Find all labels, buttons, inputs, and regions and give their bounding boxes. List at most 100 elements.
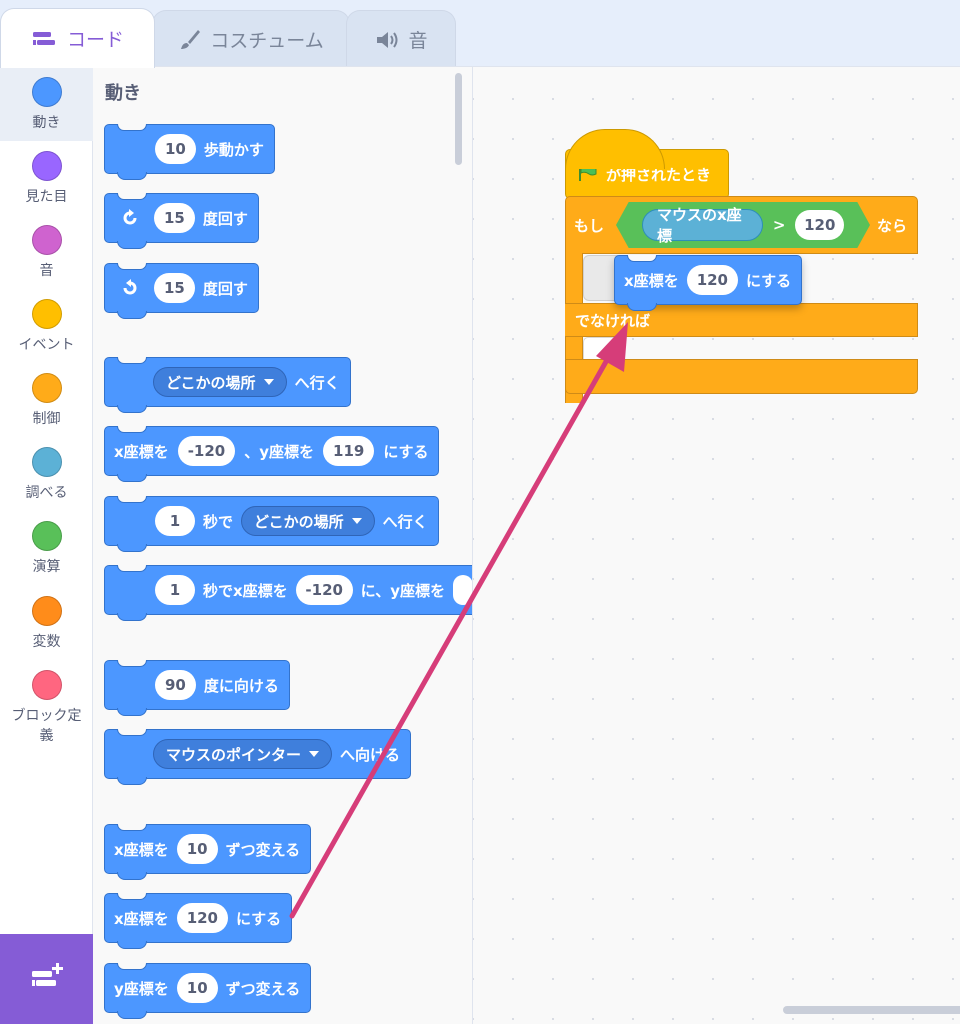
seconds-input[interactable]: 1 <box>155 575 195 605</box>
category-variables[interactable]: 変数 <box>0 596 93 652</box>
block-text: 歩動かす <box>203 140 264 159</box>
block-text: 秒で <box>203 512 234 531</box>
block-change-x[interactable]: x座標を 10 ずつ変える <box>104 824 312 880</box>
block-text: x座標を <box>114 840 169 859</box>
category-label: 見た目 <box>25 189 68 205</box>
block-text: y座標を <box>114 979 169 998</box>
x-change-input[interactable]: 10 <box>176 834 218 864</box>
dropdown-value: マウスのポインター <box>166 745 302 764</box>
category-label: 変数 <box>32 634 61 650</box>
category-operators[interactable]: 演算 <box>0 521 93 577</box>
brush-icon <box>178 28 202 52</box>
dropdown-value: どこかの場所 <box>254 512 344 531</box>
category-sound[interactable]: 音 <box>0 225 93 281</box>
block-text: ずつ変える <box>225 840 301 859</box>
sensing-mouse-x[interactable]: マウスのx座標 <box>642 206 763 245</box>
dropdown-caret-icon <box>351 518 362 524</box>
block-goto[interactable]: どこかの場所 へ行く <box>104 357 351 413</box>
tab-sounds[interactable]: 音 <box>346 10 456 68</box>
block-glide-xy[interactable]: 1 秒でx座標を -120 に、y座標を <box>104 565 472 621</box>
y-input[interactable] <box>453 575 472 605</box>
tab-code-label: コード <box>66 29 124 51</box>
goto-target-dropdown[interactable]: どこかの場所 <box>153 367 287 397</box>
add-extension-icon <box>30 962 64 996</box>
hat-cap <box>565 129 665 169</box>
block-text: x座標を <box>624 271 679 290</box>
x-input[interactable]: -120 <box>177 436 236 466</box>
block-text: 度回す <box>202 209 248 228</box>
tab-costumes-label: コスチューム <box>210 30 324 52</box>
seconds-input[interactable]: 1 <box>155 506 195 536</box>
dragging-block-set-x[interactable]: x座標を 120 にする <box>614 255 803 311</box>
block-goto-xy[interactable]: x座標を -120 、y座標を 119 にする <box>104 426 440 482</box>
block-text: に、y座標を <box>360 581 445 600</box>
x-set-input[interactable]: 120 <box>176 903 228 933</box>
block-text: x座標を <box>114 442 169 461</box>
block-point-direction[interactable]: 90 度に向ける <box>104 660 290 716</box>
block-text: 度に向ける <box>203 676 279 695</box>
block-move-steps[interactable]: 10 歩動かす <box>104 124 275 180</box>
degrees-input[interactable]: 15 <box>154 273 195 303</box>
dropdown-caret-icon <box>309 751 320 757</box>
x-set-input[interactable]: 120 <box>686 265 738 295</box>
block-text: にする <box>236 909 282 928</box>
category-color-dot <box>31 299 62 329</box>
direction-input[interactable]: 90 <box>155 670 196 700</box>
category-label: 調べる <box>25 485 68 501</box>
block-glide[interactable]: 1 秒で どこかの場所 へ行く <box>104 496 439 552</box>
towards-target-dropdown[interactable]: マウスのポインター <box>153 739 333 769</box>
block-text: 度回す <box>202 279 248 298</box>
category-events[interactable]: イベント <box>0 299 93 355</box>
compare-value-input[interactable]: 120 <box>795 210 844 240</box>
y-input[interactable]: 119 <box>323 436 375 466</box>
rotate-right-icon <box>114 208 146 228</box>
category-label: 制御 <box>32 411 61 427</box>
else-bar: でなければ <box>565 303 918 337</box>
operator-symbol: > <box>772 216 786 234</box>
tab-costumes[interactable]: コスチューム <box>152 10 350 68</box>
tab-code[interactable]: コード <box>0 8 155 68</box>
if-else-bottom <box>565 359 918 394</box>
rotate-left-icon <box>114 278 146 298</box>
y-change-input[interactable]: 10 <box>176 973 218 1003</box>
block-text: ずつ変える <box>225 979 301 998</box>
category-label: 動き <box>32 115 61 131</box>
block-palette: 動き 10 歩動かす 15 度回す 15 度回す どこかの場所 へ行く x座標を… <box>93 66 473 1024</box>
if-label: もし <box>574 217 605 235</box>
block-set-x[interactable]: x座標を 120 にする <box>104 893 293 949</box>
category-control[interactable]: 制御 <box>0 373 93 429</box>
block-text: 秒でx座標を <box>203 581 288 600</box>
block-turn-right[interactable]: 15 度回す <box>104 193 259 249</box>
block-text: にする <box>383 442 429 461</box>
degrees-input[interactable]: 15 <box>154 203 195 233</box>
category-color-dot <box>31 596 62 626</box>
block-text: へ行く <box>294 373 340 392</box>
category-label: 演算 <box>32 559 61 575</box>
block-text: にする <box>746 271 792 290</box>
operator-greater-than[interactable]: マウスのx座標 > 120 <box>616 202 870 248</box>
category-label: ブロック定義 <box>11 708 82 744</box>
block-text: へ行く <box>382 512 428 531</box>
category-looks[interactable]: 見た目 <box>0 151 93 207</box>
category-sensing[interactable]: 調べる <box>0 447 93 503</box>
category-color-dot <box>31 521 62 551</box>
glide-target-dropdown[interactable]: どこかの場所 <box>241 506 375 536</box>
code-icon <box>31 29 59 49</box>
add-extension-button[interactable] <box>0 934 93 1024</box>
category-my-blocks[interactable]: ブロック定義 <box>0 670 93 746</box>
category-color-dot <box>31 373 62 403</box>
script-area[interactable]: が押されたとき もし なら マウスのx座標 > 120 でなければ x座標を 1… <box>473 66 960 1024</box>
block-change-y[interactable]: y座標を 10 ずつ変える <box>104 963 312 1019</box>
speaker-icon <box>374 30 400 50</box>
category-color-dot <box>31 225 62 255</box>
category-menu: 動き 見た目 音 イベント 制御 調べる 演算 変数 ブロック定義 <box>0 66 93 1024</box>
block-turn-left[interactable]: 15 度回す <box>104 263 259 319</box>
else-label: でなければ <box>575 312 651 330</box>
block-point-towards[interactable]: マウスのポインター へ向ける <box>104 729 412 785</box>
category-motion[interactable]: 動き <box>0 67 93 141</box>
steps-input[interactable]: 10 <box>155 134 196 164</box>
palette-scrollbar[interactable] <box>455 73 462 165</box>
dropdown-caret-icon <box>263 379 274 385</box>
x-input[interactable]: -120 <box>295 575 353 605</box>
script-horizontal-scrollbar[interactable] <box>783 1006 960 1014</box>
